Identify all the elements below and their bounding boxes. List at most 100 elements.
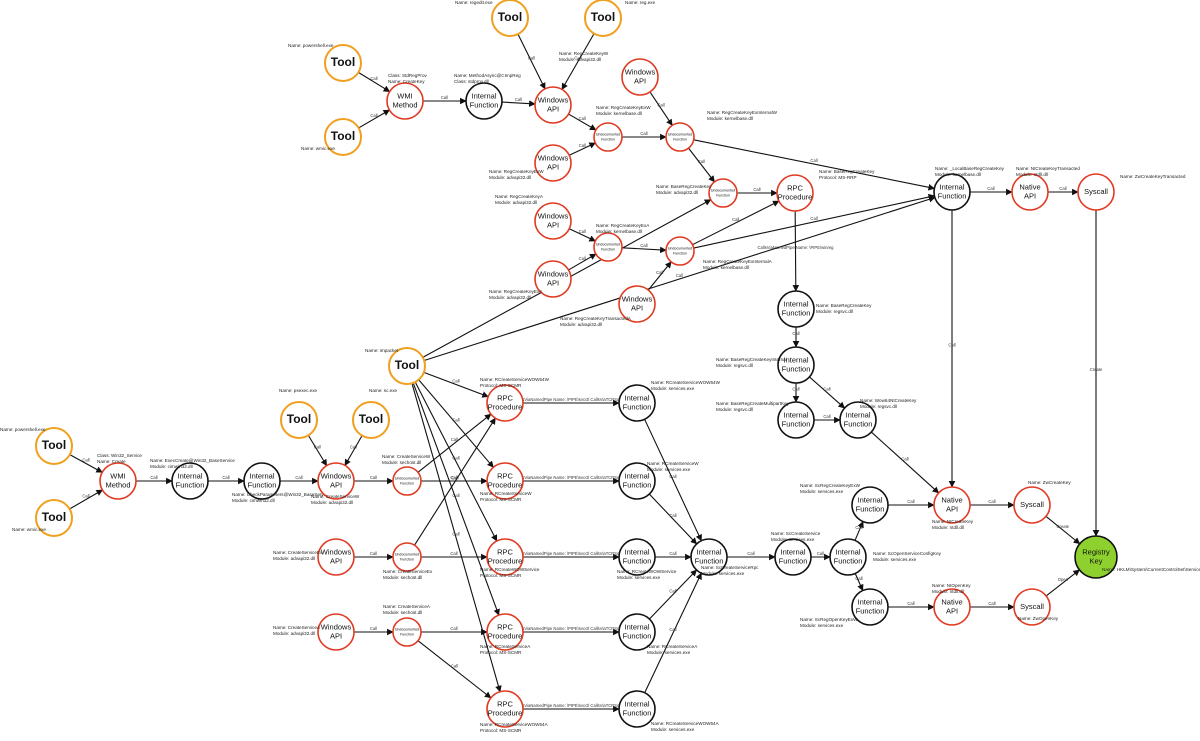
node-annotation: Module: advapi32.dll <box>311 500 353 505</box>
edge: Call <box>970 499 1015 509</box>
node-annotation: Name: ScRegCreateKeyExW <box>800 483 861 488</box>
node-label: RPC <box>497 547 513 556</box>
node-label: Windows <box>321 622 352 631</box>
node-annotation: Module: regsvc.dll <box>716 363 753 368</box>
node-annotation: Module: regsvc.dll <box>860 404 897 409</box>
edge: Call <box>421 475 488 485</box>
edge: Create <box>1090 210 1103 537</box>
node-annotation: Name: RegCreateKeyExW <box>489 169 544 174</box>
node-circle <box>1074 535 1118 579</box>
node-annotation: Name: wmic.exe <box>301 146 335 151</box>
node-annotation: Name: RCreateWOWService <box>617 569 677 574</box>
node-circle <box>324 44 362 82</box>
edge: CallsViaNamedPipe Name: \PIPE\svcctl Cal… <box>515 703 628 713</box>
node-circle <box>933 486 971 524</box>
node-label: Function <box>400 632 414 636</box>
node-annotation: Name: CreateServiceA <box>383 604 431 609</box>
node-label: Undocumented <box>395 476 419 480</box>
edge: Call <box>354 475 394 485</box>
node-circle <box>618 538 656 576</box>
node-circle <box>933 173 971 211</box>
node-label: Tool <box>331 55 355 69</box>
node-label: Internal <box>835 547 860 556</box>
edge: Call <box>692 200 780 246</box>
edge-label: Call <box>907 601 914 606</box>
node-circle <box>534 144 572 182</box>
node-annotation: Module: services.exe <box>800 623 844 628</box>
node-label: Function <box>601 247 615 251</box>
node-label: Undocumented <box>711 188 735 192</box>
node-label: RPC <box>787 183 803 192</box>
node-label: Internal <box>624 699 649 708</box>
edge: Call <box>561 33 595 90</box>
edge: Call <box>414 381 498 542</box>
node-annotation: Name: RCreateServiceA <box>480 644 531 649</box>
edge-label: CallsViaNamedPipe Name: \PIPE\svcctl Cal… <box>515 551 628 556</box>
edge: Call <box>870 431 940 494</box>
node-annotation: Protocol: MS-SCMR <box>480 650 522 655</box>
edge: Call <box>501 97 536 107</box>
node-label: Function <box>844 419 873 428</box>
edge: Call <box>568 113 597 131</box>
